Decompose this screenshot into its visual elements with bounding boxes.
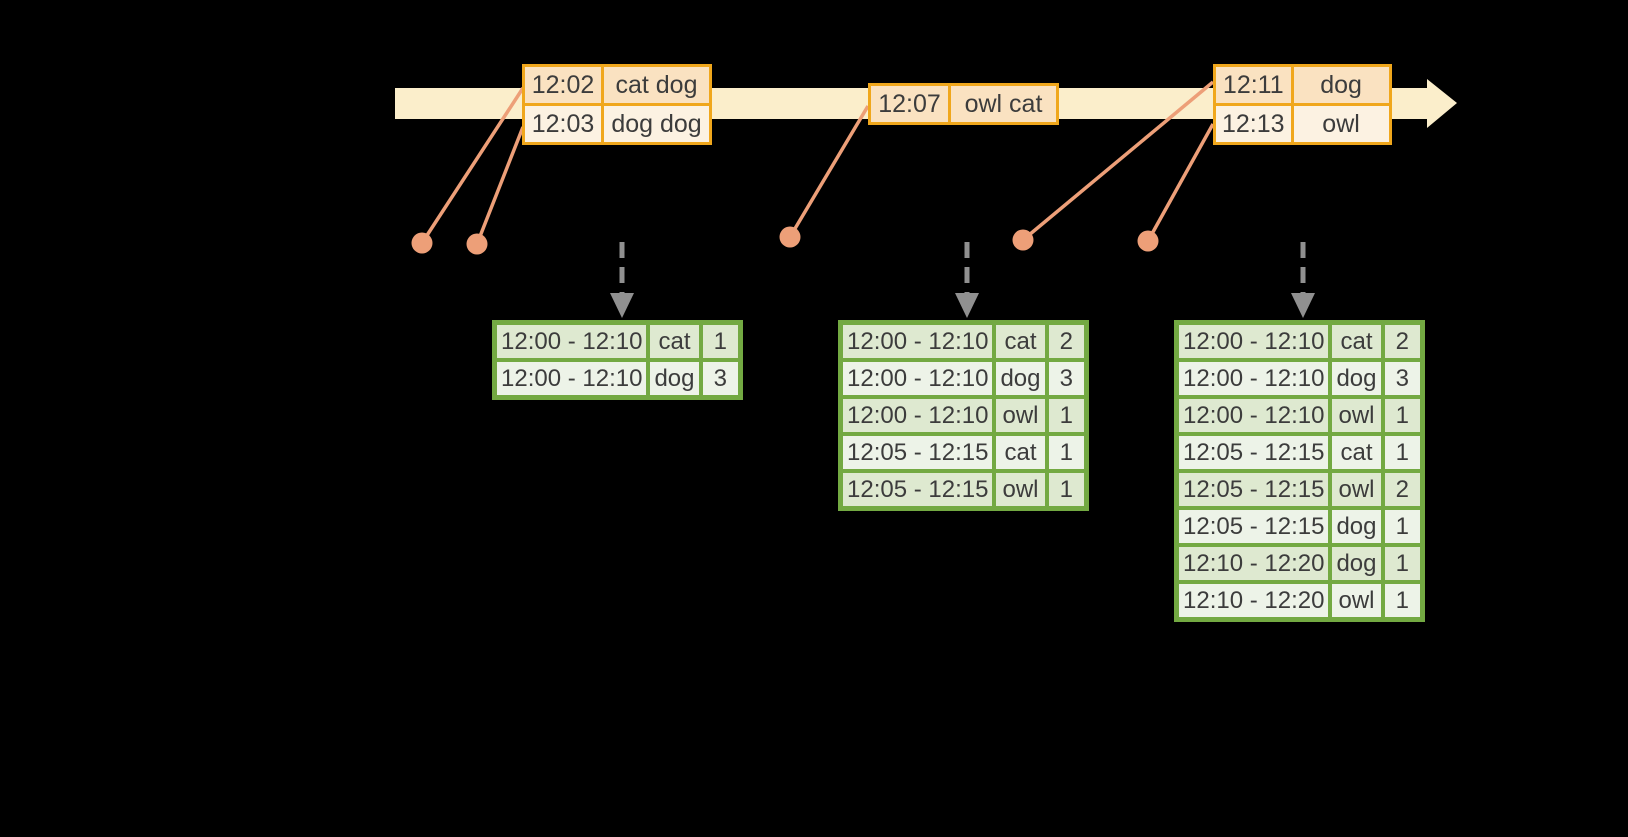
window-range-cell: 12:00 - 12:10	[838, 320, 997, 362]
count-cell: 3	[698, 358, 743, 400]
window-range-cell: 12:05 - 12:15	[1174, 506, 1333, 547]
word-cell: owl	[1328, 580, 1385, 622]
word-cell: dog	[1328, 543, 1385, 584]
count-cell: 1	[1044, 469, 1089, 511]
event-time-cell: 12:07	[868, 83, 951, 125]
count-cell: 1	[1380, 506, 1425, 547]
window-range-cell: 12:00 - 12:10	[838, 358, 997, 399]
event-connectors	[420, 80, 1215, 245]
window-arrow-head-icon	[955, 293, 979, 318]
word-cell: dog	[646, 358, 703, 400]
timeline-arrowhead-icon	[1427, 79, 1457, 128]
window-range-cell: 12:05 - 12:15	[838, 469, 997, 511]
window-range-cell: 12:00 - 12:10	[838, 395, 997, 436]
event-words-cell: dog	[1290, 64, 1392, 106]
event-words-cell: owl	[1290, 103, 1392, 145]
word-cell: dog	[1328, 358, 1385, 399]
event-time-cell: 12:11	[1213, 64, 1294, 106]
event-time-cell: 12:03	[522, 103, 604, 145]
window-range-cell: 12:10 - 12:20	[1174, 543, 1333, 584]
window-arrow-head-icon	[1291, 293, 1315, 318]
count-cell: 3	[1044, 358, 1089, 399]
word-cell: owl	[1328, 395, 1385, 436]
count-cell: 1	[1380, 580, 1425, 622]
word-cell: cat	[646, 320, 703, 362]
count-cell: 1	[1044, 432, 1089, 473]
window-range-cell: 12:05 - 12:15	[1174, 469, 1333, 510]
count-cell: 2	[1380, 469, 1425, 510]
event-words-cell: cat dog	[601, 64, 712, 106]
word-cell: cat	[1328, 432, 1385, 473]
event-record-dot	[779, 226, 801, 248]
word-cell: owl	[1328, 469, 1385, 510]
window-range-cell: 12:00 - 12:10	[492, 358, 651, 400]
window-range-cell: 12:10 - 12:20	[1174, 580, 1333, 622]
event-record-dot	[1012, 229, 1034, 251]
event-connector-line	[788, 105, 870, 238]
count-cell: 2	[1380, 320, 1425, 362]
event-record-dot	[1137, 230, 1159, 252]
event-connector-line	[420, 87, 525, 244]
count-cell: 1	[1380, 395, 1425, 436]
word-cell: cat	[992, 320, 1049, 362]
word-cell: cat	[1328, 320, 1385, 362]
event-words-cell: dog dog	[601, 103, 712, 145]
word-cell: dog	[1328, 506, 1385, 547]
word-cell: dog	[992, 358, 1049, 399]
event-dots	[411, 226, 1159, 255]
count-cell: 1	[1380, 543, 1425, 584]
count-cell: 1	[698, 320, 743, 362]
event-record-dot	[466, 233, 488, 255]
window-arrow-head-icon	[610, 293, 634, 318]
word-cell: owl	[992, 469, 1049, 511]
window-pointer-arrows	[610, 242, 1315, 318]
window-range-cell: 12:05 - 12:15	[838, 432, 997, 473]
event-words-cell: owl cat	[948, 83, 1059, 125]
event-time-cell: 12:02	[522, 64, 604, 106]
window-range-cell: 12:00 - 12:10	[1174, 320, 1333, 362]
event-time-cell: 12:13	[1213, 103, 1294, 145]
event-record-dot	[411, 232, 433, 254]
count-cell: 1	[1044, 395, 1089, 436]
event-connector-line	[1146, 123, 1215, 242]
word-cell: cat	[992, 432, 1049, 473]
window-range-cell: 12:00 - 12:10	[1174, 358, 1333, 399]
count-cell: 2	[1044, 320, 1089, 362]
word-cell: owl	[992, 395, 1049, 436]
count-cell: 3	[1380, 358, 1425, 399]
count-cell: 1	[1380, 432, 1425, 473]
window-range-cell: 12:05 - 12:15	[1174, 432, 1333, 473]
event-connector-line	[475, 126, 525, 245]
event-connector-line	[1021, 80, 1215, 242]
window-range-cell: 12:00 - 12:10	[492, 320, 651, 362]
window-range-cell: 12:00 - 12:10	[1174, 395, 1333, 436]
